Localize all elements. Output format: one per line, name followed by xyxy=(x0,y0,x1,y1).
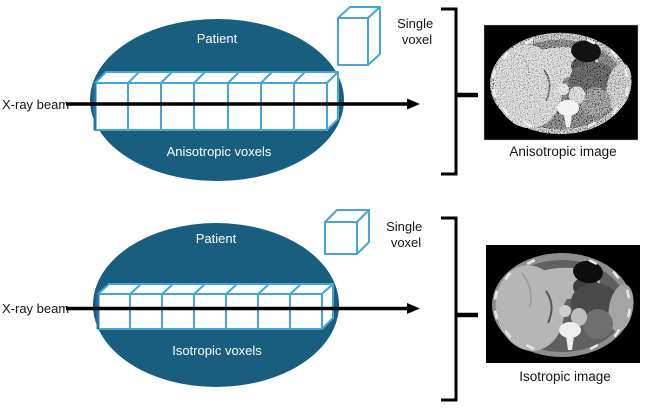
voxels-label: Anisotropic voxels xyxy=(167,144,272,159)
single-voxel-label-line1: Single xyxy=(397,16,433,31)
single-voxel-tall-icon xyxy=(337,6,381,66)
patient-label: Patient xyxy=(197,31,238,46)
voxels-label: Isotropic voxels xyxy=(172,343,262,358)
single-voxel-label: Single voxel xyxy=(386,219,426,250)
single-voxel-label-line2: voxel xyxy=(391,235,421,250)
xray-beam-arrow xyxy=(66,98,420,110)
bracket xyxy=(441,216,478,402)
single-voxel-cube-icon xyxy=(324,209,370,255)
single-voxel-label-line1: Single xyxy=(386,219,422,234)
isotropic-voxel-row xyxy=(96,283,334,330)
anisotropic-ct-image xyxy=(483,24,639,142)
single-voxel-label-line2: voxel xyxy=(402,32,432,47)
xray-beam-label: X-ray beam xyxy=(2,301,69,316)
isotropic-image-label: Isotropic image xyxy=(519,369,611,384)
single-voxel-label: Single voxel xyxy=(397,16,437,47)
panel-isotropic: Patient X-ray beam Isotropic voxels Sing… xyxy=(2,209,641,402)
isotropic-ct-image xyxy=(485,244,641,364)
panel-anisotropic: Patient X-ray beam Anisotropic voxels Si… xyxy=(2,6,639,181)
anisotropic-voxel-row xyxy=(93,71,339,131)
xray-beam-arrow xyxy=(66,303,420,314)
bracket xyxy=(441,7,478,176)
xray-beam-label: X-ray beam xyxy=(2,97,69,112)
patient-label: Patient xyxy=(196,231,237,246)
anisotropic-image-label: Anisotropic image xyxy=(509,144,616,159)
